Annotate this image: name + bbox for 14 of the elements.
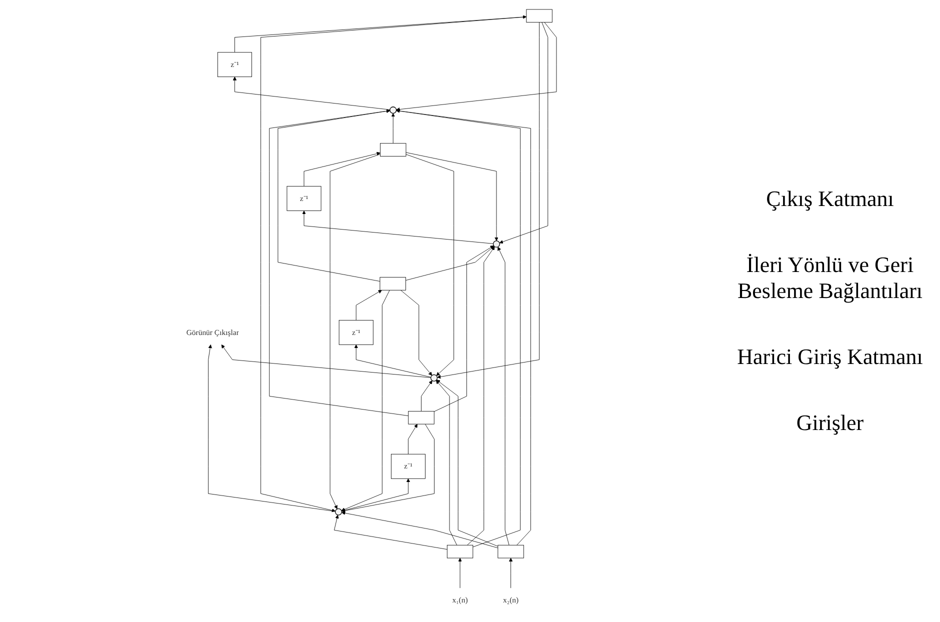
node-box xyxy=(498,544,524,558)
layer-label: Girişler xyxy=(795,410,865,436)
node-circle xyxy=(390,106,397,114)
node-box xyxy=(380,143,406,156)
node-box xyxy=(526,9,552,23)
node-box xyxy=(380,277,406,290)
node-circle xyxy=(492,240,500,248)
node-box xyxy=(408,411,434,424)
layer-label: Çıkış Katmanı xyxy=(765,186,895,212)
node-circle xyxy=(335,508,342,516)
layer-label: Harici Giriş Katmanı xyxy=(736,344,924,370)
node-box xyxy=(446,544,474,558)
node-circle xyxy=(430,374,438,382)
layer-label: İleri Yönlü ve Geri Besleme Bağlantıları xyxy=(736,252,924,304)
